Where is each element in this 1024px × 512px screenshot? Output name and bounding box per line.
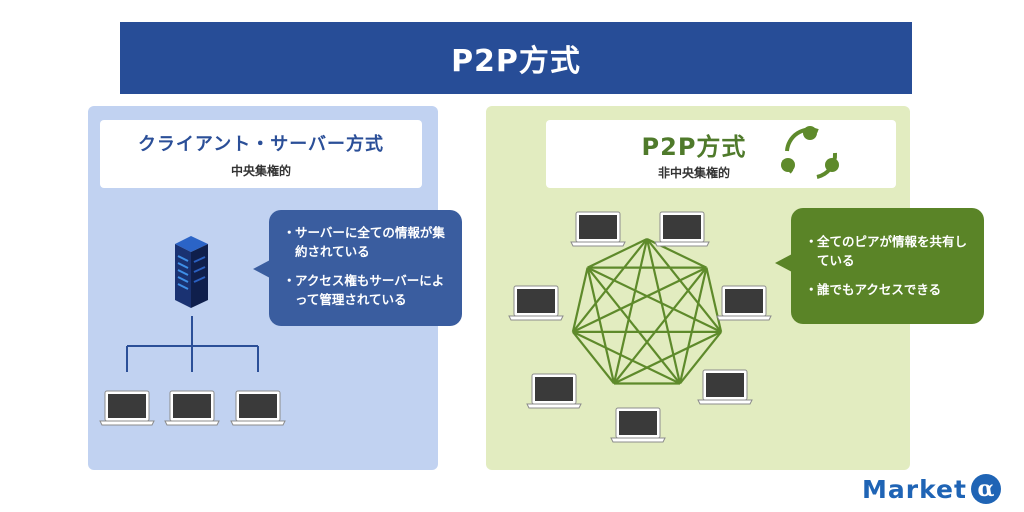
mesh-link — [572, 331, 615, 385]
laptop-icon — [526, 373, 582, 409]
mesh-link — [645, 238, 682, 384]
laptop-icon — [164, 390, 220, 426]
bullet-icon: ・ — [805, 234, 818, 249]
brand-alpha-mark: α — [970, 474, 1001, 504]
bullet-icon: ・ — [283, 225, 296, 240]
mesh-network — [571, 238, 723, 385]
mesh-link — [678, 267, 708, 384]
mesh-link — [572, 238, 648, 333]
laptop-icon — [716, 285, 772, 321]
callout-text: 誰でもアクセスできる — [817, 282, 942, 297]
laptop-icon — [508, 285, 564, 321]
p2p-subtitle: 非中央集権的 — [657, 166, 730, 180]
list-item: ・ 誰でもアクセスできる — [805, 280, 976, 299]
callout-text: 全てのピアが情報を共有している — [817, 234, 968, 268]
laptop-icon — [230, 390, 286, 426]
laptop-icon — [99, 390, 155, 426]
share-network-icon — [781, 126, 839, 179]
mesh-link — [613, 330, 722, 385]
mesh-link — [646, 238, 722, 333]
mesh-link — [587, 266, 722, 333]
client-server-callout: ・ サーバーに全ての情報が集約されている ・ アクセス権もサーバーによって管理さ… — [253, 210, 462, 326]
brand-logo: Market α — [862, 472, 1001, 506]
mesh-link — [572, 330, 681, 385]
p2p-title: P2P方式 — [641, 133, 747, 161]
client-server-subtitle: 中央集権的 — [230, 163, 291, 178]
callout-text: サーバーに全ての情報が集約されている — [295, 225, 445, 259]
mesh-link — [572, 266, 707, 333]
list-item: ・ アクセス権もサーバーによって管理されている — [283, 271, 452, 309]
brand-wordmark: Market — [862, 474, 967, 504]
client-server-header: クライアント・サーバー方式 中央集権的 — [100, 120, 422, 188]
mesh-link — [612, 238, 649, 384]
laptop-icon — [570, 211, 626, 247]
page-title: P2P方式 — [120, 22, 912, 94]
mesh-link — [705, 267, 723, 333]
laptop-icon — [697, 369, 753, 405]
mesh-link — [586, 266, 681, 385]
mesh-link — [571, 267, 589, 333]
mesh-link — [587, 238, 648, 269]
client-server-title: クライアント・サーバー方式 — [137, 133, 385, 155]
laptop-icon — [654, 211, 710, 247]
p2p-callout: ・ 全てのピアが情報を共有している ・ 誰でもアクセスできる — [775, 208, 984, 324]
mesh-link — [586, 267, 616, 384]
mesh-link — [613, 266, 708, 385]
connection-lines — [126, 316, 259, 372]
list-item: ・ 全てのピアが情報を共有している — [805, 232, 976, 270]
mesh-link — [679, 331, 722, 385]
callout-text: アクセス権もサーバーによって管理されている — [295, 273, 445, 307]
bullet-icon: ・ — [805, 282, 818, 297]
server-icon — [175, 236, 208, 308]
bullet-icon: ・ — [283, 273, 296, 288]
list-item: ・ サーバーに全ての情報が集約されている — [283, 223, 452, 261]
p2p-header: P2P方式 非中央集権的 — [546, 120, 896, 188]
laptop-icon — [610, 407, 666, 443]
